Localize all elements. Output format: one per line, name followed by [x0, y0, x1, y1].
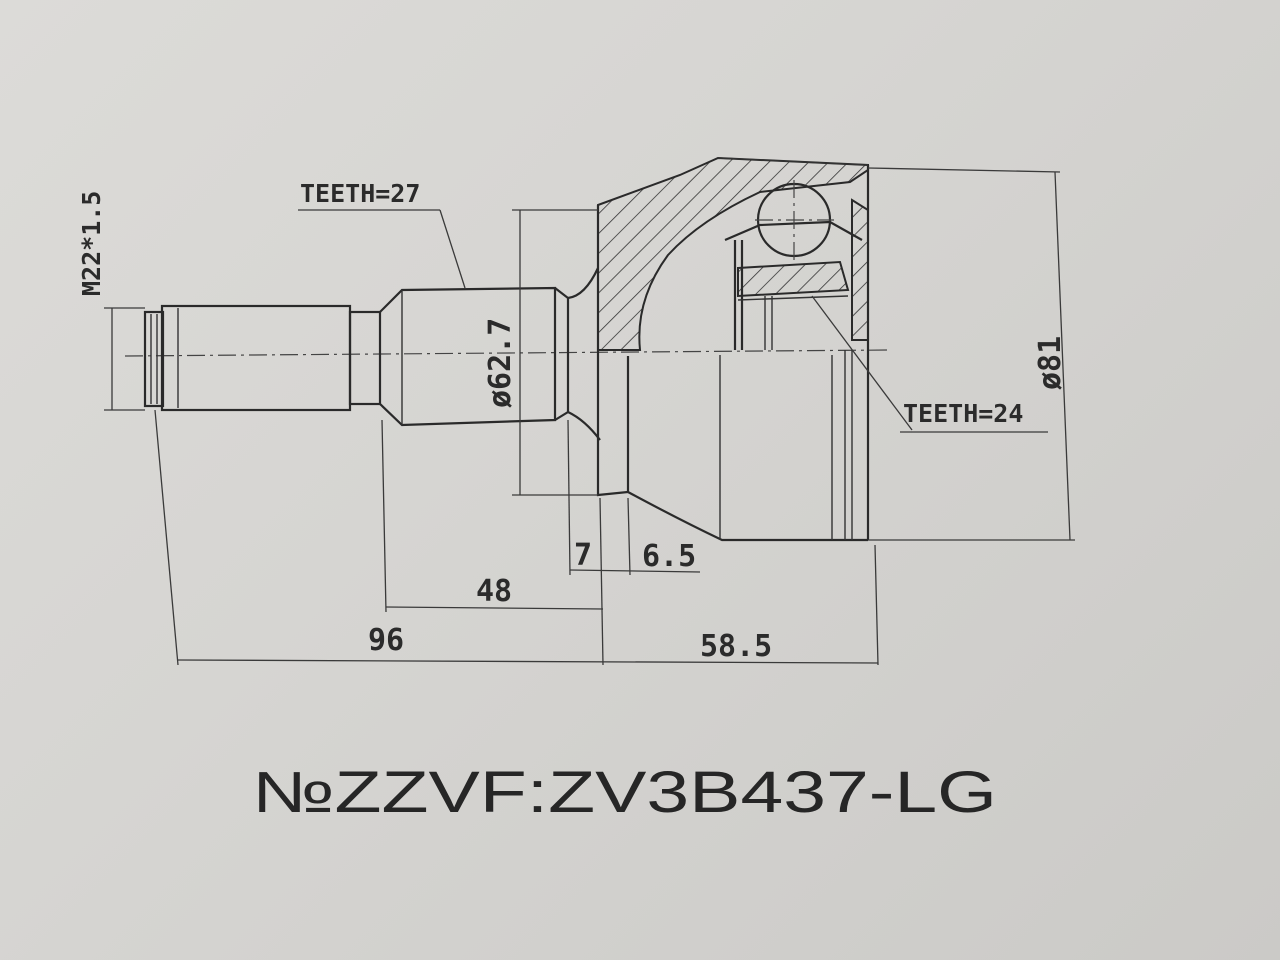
housing-diameter-label: ø81 — [1033, 336, 1068, 390]
outer-housing — [596, 156, 870, 542]
teeth-inner-label: TEETH=24 — [903, 399, 1023, 428]
part-number: №ZZVF:ZV3B437-LG — [252, 760, 997, 825]
dim-96-label: 96 — [368, 623, 404, 658]
extension-lines — [154, 409, 879, 666]
shaft-diameter-label: ø62.7 — [483, 318, 518, 408]
teeth-outer-leader — [439, 209, 466, 289]
threaded-stub — [143, 304, 382, 412]
thread-dimension — [104, 307, 145, 411]
dim-48-label: 48 — [476, 574, 512, 609]
teeth-outer-label: TEETH=27 — [300, 179, 420, 208]
dim-58-5-label: 58.5 — [700, 629, 772, 664]
teeth-inner-leader — [811, 295, 913, 431]
dim-line-overall — [177, 659, 879, 664]
housing-diameter-dim — [1054, 171, 1071, 541]
thread-label: M22*1.5 — [77, 191, 106, 296]
dim-6-5-label: 6.5 — [642, 539, 696, 574]
dim-line-7-6-5 — [569, 569, 701, 573]
dim-7-label: 7 — [574, 538, 592, 573]
dim-line-48 — [385, 606, 604, 610]
center-line — [124, 349, 891, 357]
inner-race — [724, 180, 869, 350]
